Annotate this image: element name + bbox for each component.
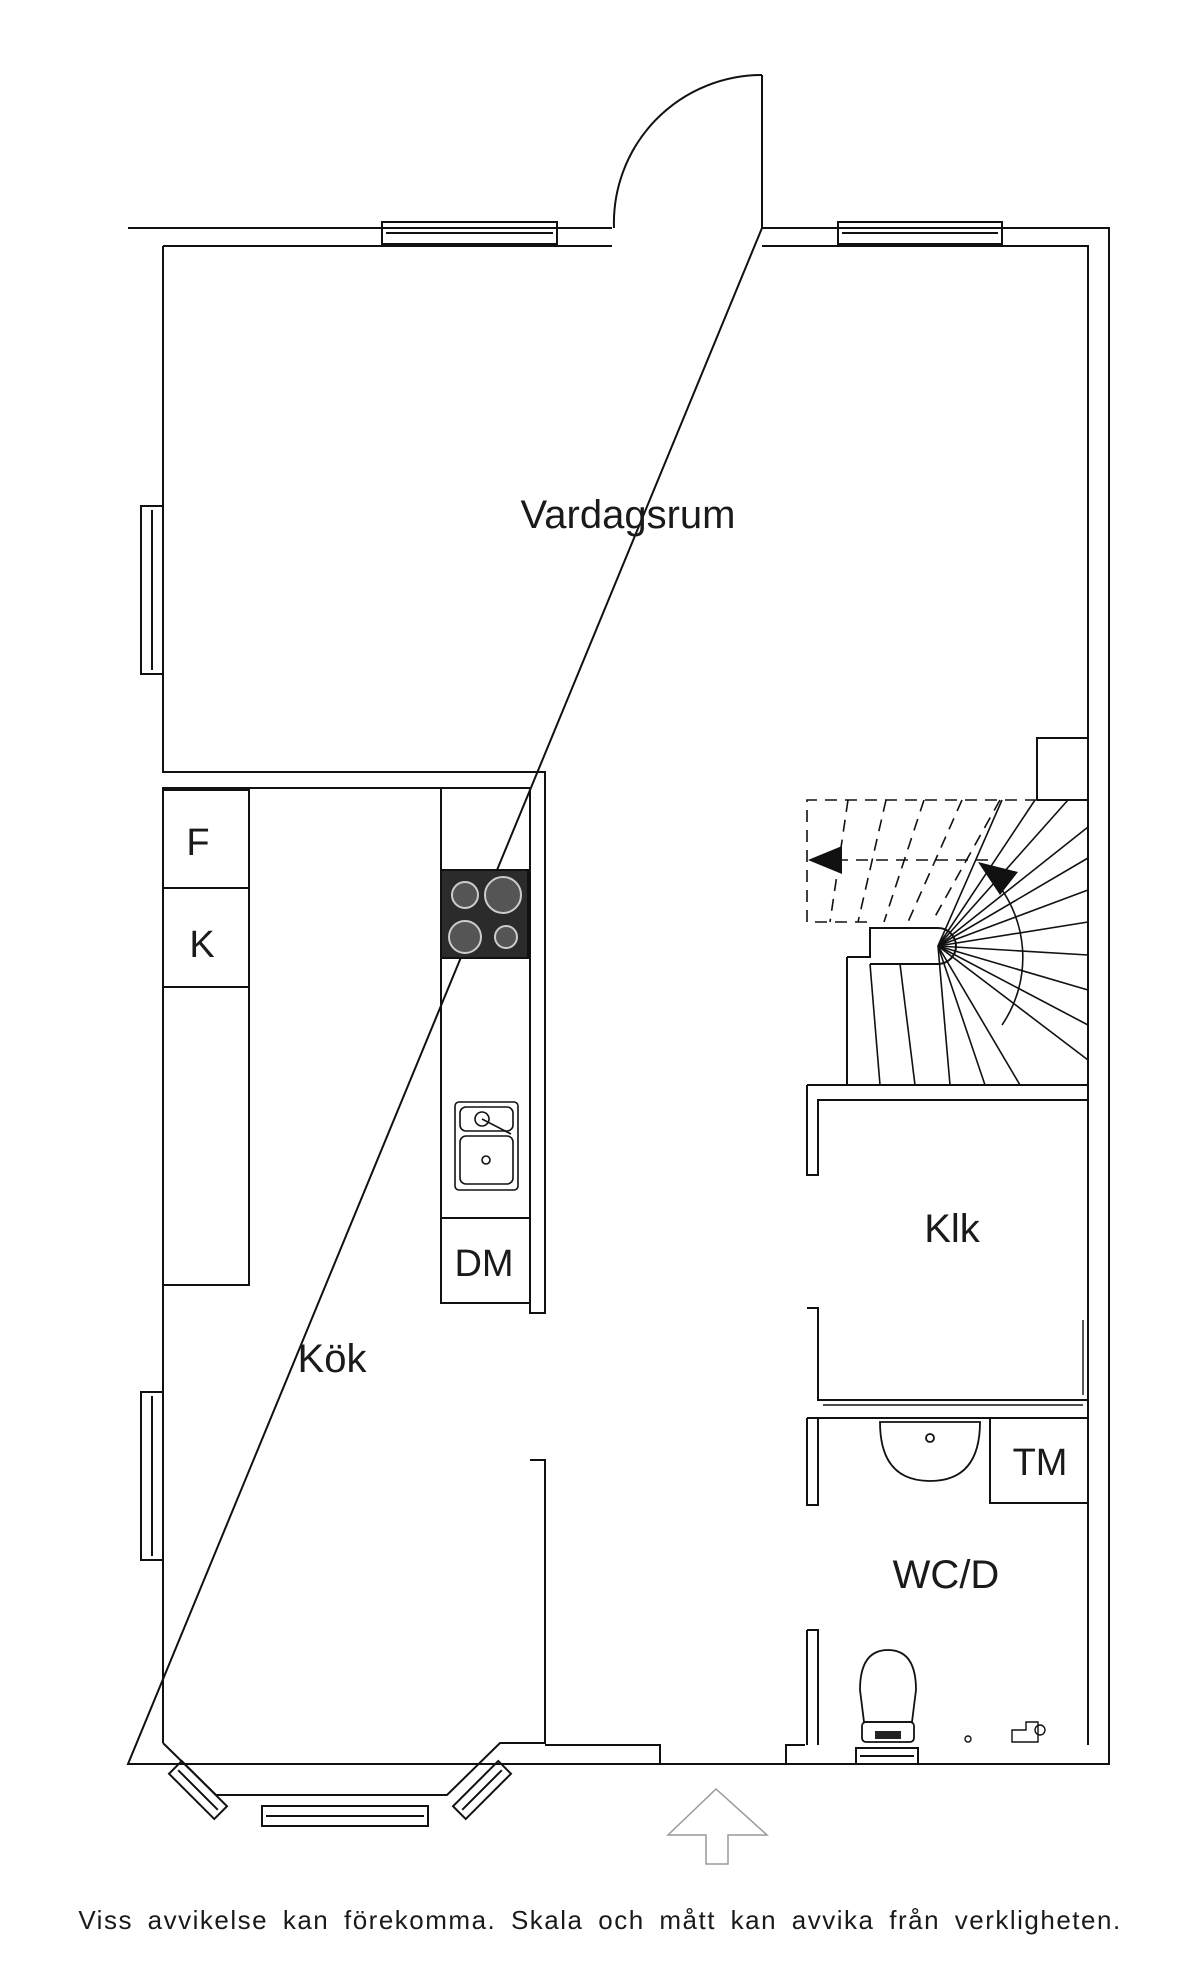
closet-walls [806,1085,1088,1401]
stair-steps [869,799,1089,1086]
toilet-icon [859,1649,917,1743]
window-bay-right [451,1759,513,1821]
wc-window [855,1747,919,1765]
window-bay-left [167,1759,229,1821]
fixture-label-dishwasher: DM [454,1243,513,1285]
washbasin-icon [879,1421,981,1482]
window-left-upper [140,505,164,675]
stair-arrow-left [808,846,842,874]
window-top-left [381,221,558,245]
window-top-right [837,221,1003,245]
outer-wall-outline [126,227,1110,1765]
entrance-arrow [666,1787,769,1865]
window-bay-bottom [261,1805,429,1827]
floor-drain-icon [964,1721,1046,1743]
room-label-kok: Kök [298,1337,368,1381]
stove-icon [440,869,529,959]
inner-wall-outline [162,245,1089,1796]
stair-arrow-up [978,862,1018,895]
entrance-threshold [545,1744,805,1764]
window-left-lower [140,1391,164,1561]
room-label-wc: WC/D [893,1553,1000,1597]
kitchen-counter-right [440,788,530,1304]
disclaimer-text: Viss avvikelse kan förekomma. Skala och … [78,1905,1122,1935]
washer-box [989,1417,1089,1504]
stair-upper-dashed [806,799,1037,923]
front-door [612,74,763,229]
room-label-klk: Klk [924,1207,981,1251]
fixture-label-freezer: K [189,924,214,966]
room-label-vardagsrum: Vardagsrum [521,493,736,537]
wc-walls [806,1417,1088,1745]
fixture-label-fridge: F [186,822,209,864]
sink-icon [454,1101,519,1191]
fixture-label-washer: TM [1013,1442,1068,1484]
kitchen-counter-left [162,789,250,1286]
